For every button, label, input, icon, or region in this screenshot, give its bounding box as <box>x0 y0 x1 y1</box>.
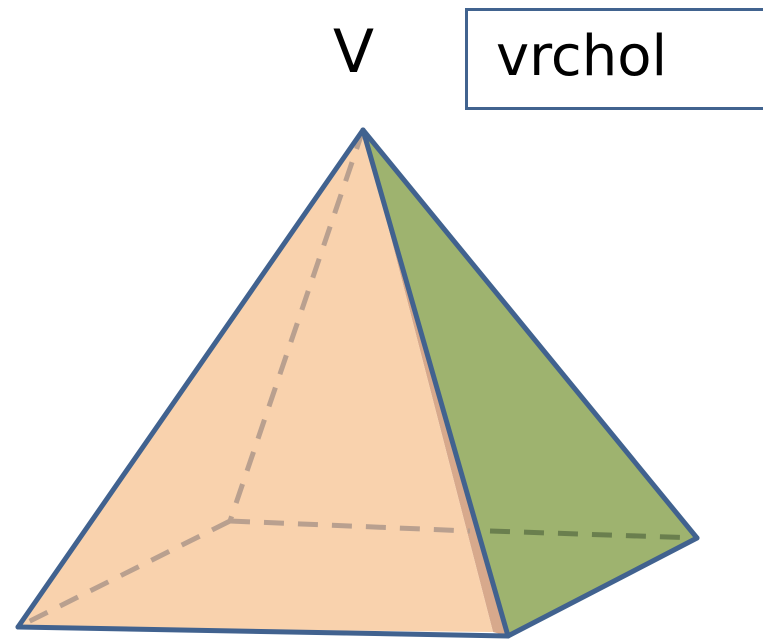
hidden-edge-apex-to-back-left <box>227 129 366 522</box>
edge-apex-to-front-left <box>15 127 366 630</box>
edge-apex-to-back-right <box>360 127 700 541</box>
term-label: vrchol <box>496 24 668 89</box>
edge-apex-to-front-right <box>360 127 511 639</box>
side-face <box>363 130 697 636</box>
hidden-edge-back-left-to-back-right <box>229 518 471 534</box>
front-face <box>18 130 493 632</box>
hidden-edge-back-left-to-front-left <box>16 518 232 630</box>
edge-right-base <box>505 535 700 639</box>
edge-front-base <box>15 624 511 639</box>
hidden-edge-back-right-side <box>489 528 698 541</box>
vertex-label: V <box>333 17 375 87</box>
term-box: vrchol <box>465 8 763 110</box>
